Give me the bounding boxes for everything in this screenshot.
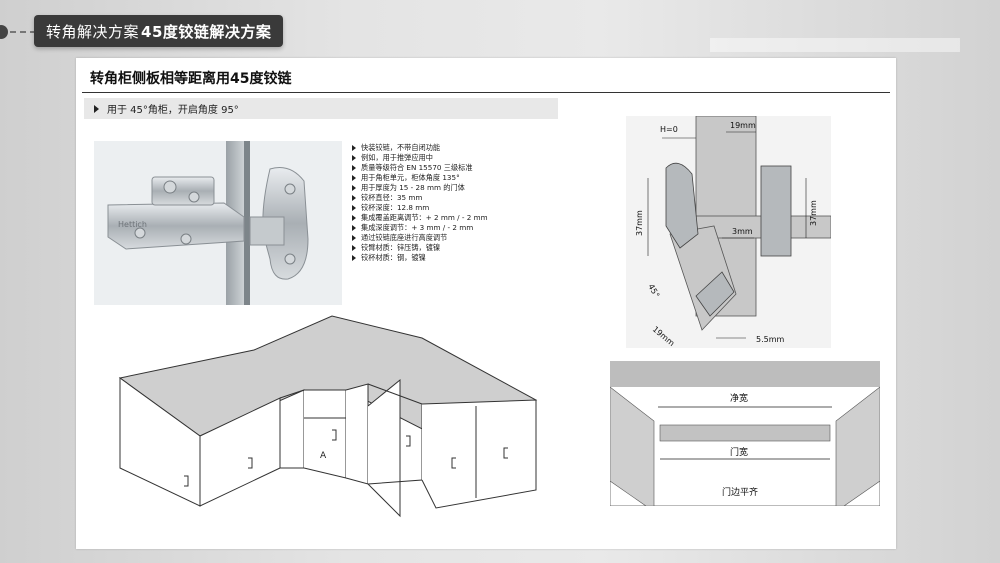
corner-layout-diagram: 净宽 门宽 门边平齐	[610, 361, 880, 506]
hinge-mount	[151, 176, 215, 206]
bullet-triangle-icon	[352, 185, 356, 191]
bullet-triangle-icon	[352, 175, 356, 181]
dim-19mm-top: 19mm	[730, 121, 756, 130]
spec-item: 集成深度调节：+ 3 mm / - 2 mm	[352, 223, 488, 233]
label-door-edge-flush: 门边平齐	[722, 486, 758, 498]
bullet-triangle-icon	[352, 225, 356, 231]
label-net-width: 净宽	[730, 392, 748, 404]
spec-item: 铰臂材质：锌压铸，镀镍	[352, 243, 488, 253]
header-right-stripe	[710, 38, 960, 52]
spec-item: 集成覆盖距离调节：+ 2 mm / - 2 mm	[352, 213, 488, 223]
spec-item: 用于厚度为 15 - 28 mm 的门体	[352, 183, 488, 193]
header-dash-line	[0, 31, 36, 33]
hinge-photo: Hettich	[94, 141, 342, 305]
bullet-triangle-icon	[352, 215, 356, 221]
bullet-triangle-icon	[352, 235, 356, 241]
spec-item: 例如，用于推弹应用中	[352, 153, 488, 163]
bullet-triangle-icon	[94, 104, 99, 113]
bullet-triangle-icon	[352, 255, 356, 261]
cabinet-label-a: A	[320, 451, 327, 461]
label-door-width: 门宽	[730, 446, 748, 458]
bullet-triangle-icon	[352, 155, 356, 161]
spec-item: 质量等级符合 EN 15570 三级标准	[352, 163, 488, 173]
dim-5-5mm: 5.5mm	[756, 335, 785, 344]
doc-subtitle-bar: 用于 45°角柜，开启角度 95°	[84, 98, 558, 119]
bullet-triangle-icon	[352, 145, 356, 151]
hinge-photo-illustration: Hettich	[94, 141, 342, 305]
doc-title-rule	[82, 92, 890, 93]
dim-3mm: 3mm	[732, 227, 753, 236]
dim-37mm-right: 37mm	[809, 200, 818, 226]
hinge-brand-logo: Hettich	[118, 220, 147, 229]
spec-item: 铰杯材质：钢，镀镍	[352, 253, 488, 263]
doc-title: 转角柜侧板相等距离用45度铰链	[90, 71, 292, 87]
bullet-triangle-icon	[352, 195, 356, 201]
dim-h0: H=0	[660, 125, 678, 134]
document-page: 转角柜侧板相等距离用45度铰链 用于 45°角柜，开启角度 95°	[76, 58, 896, 549]
bullet-triangle-icon	[352, 245, 356, 251]
spec-item: 用于角柜单元，柜体角度 135°	[352, 173, 488, 183]
spec-item: 铰杯直径：35 mm	[352, 193, 488, 203]
header-dot	[0, 25, 8, 39]
header-title-bold: 45度铰链解决方案	[141, 22, 272, 41]
corner-cabinet-drawing: A	[118, 315, 538, 518]
spec-item: 通过铰链底座进行高度调节	[352, 233, 488, 243]
hinge-side-view	[760, 165, 792, 257]
door-panel-strip	[659, 424, 831, 442]
hinge-dimension-diagram: H=0 19mm 37mm 37mm 3mm 45° 19mm 5.5mm	[626, 116, 831, 348]
bullet-triangle-icon	[352, 205, 356, 211]
doc-subtitle: 用于 45°角柜，开启角度 95°	[107, 105, 239, 116]
header-title-normal: 转角解决方案	[46, 22, 140, 41]
bullet-triangle-icon	[352, 165, 356, 171]
dim-37mm-left: 37mm	[635, 210, 644, 236]
spec-item: 铰杯深度：12.8 mm	[352, 203, 488, 213]
spec-item: 快装铰链，不带自闭功能	[352, 143, 488, 153]
spec-list: 快装铰链，不带自闭功能 例如，用于推弹应用中 质量等级符合 EN 15570 三…	[352, 143, 488, 263]
